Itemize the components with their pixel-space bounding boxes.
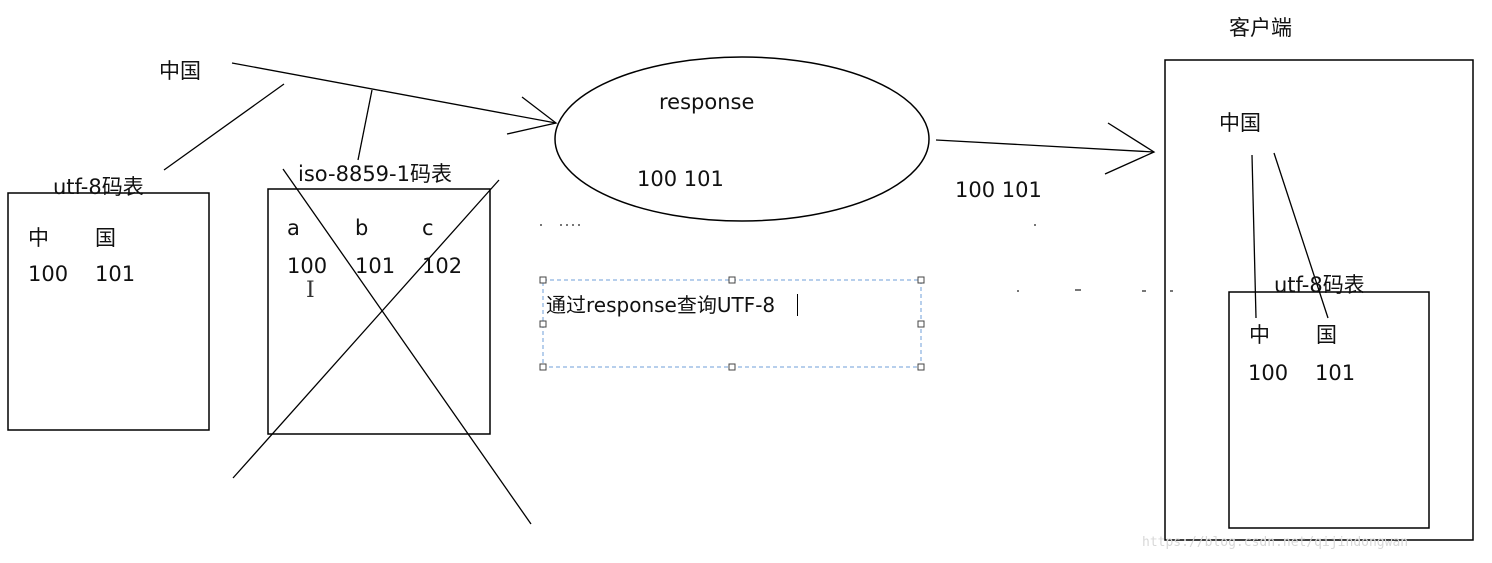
client-source-text: 中国 xyxy=(1219,111,1261,135)
arrow-to-client-head xyxy=(1104,122,1156,175)
watermark-text: https://blog.csdn.net/qijindongwan xyxy=(1142,535,1409,550)
textbox-handles[interactable] xyxy=(539,276,925,371)
response-ellipse xyxy=(554,56,930,222)
handle-bottom-right[interactable] xyxy=(917,363,925,371)
client-utf8-code-1: 100 xyxy=(1248,361,1289,385)
client-utf8-table-title: utf-8码表 xyxy=(1274,273,1365,297)
arrow-to-response-head xyxy=(506,96,558,135)
response-codes: 100 101 xyxy=(637,167,724,191)
connector-to-iso xyxy=(357,89,373,161)
handle-middle-right[interactable] xyxy=(917,320,925,328)
source-text: 中国 xyxy=(159,59,201,83)
iso-code-2: 101 xyxy=(355,254,396,278)
arrow-to-client xyxy=(935,139,1155,153)
handle-top-middle[interactable] xyxy=(728,276,736,284)
iso-code-1: 100 xyxy=(287,254,328,278)
client-utf8-header-2: 国 xyxy=(1316,323,1337,347)
text-caret xyxy=(797,294,798,316)
client-connector-1 xyxy=(1251,154,1257,319)
iso-table-title: iso-8859-1码表 xyxy=(298,162,452,186)
handle-bottom-middle[interactable] xyxy=(728,363,736,371)
handle-top-right[interactable] xyxy=(917,276,925,284)
handle-bottom-left[interactable] xyxy=(539,363,547,371)
transfer-codes: 100 101 xyxy=(955,178,1042,202)
iso-header-1: a xyxy=(287,216,300,240)
text-cursor-icon: I xyxy=(306,278,315,303)
handle-middle-left[interactable] xyxy=(539,320,547,328)
utf8-header-2: 国 xyxy=(95,226,116,250)
iso-header-2: b xyxy=(355,216,369,240)
stray-marks xyxy=(540,224,1173,292)
client-utf8-header-1: 中 xyxy=(1249,323,1270,347)
textbox-text[interactable]: 通过response查询UTF-8 xyxy=(546,293,776,317)
handle-top-left[interactable] xyxy=(539,276,547,284)
connector-to-utf8 xyxy=(163,83,285,171)
client-utf8-code-2: 101 xyxy=(1315,361,1356,385)
client-utf8-table-box xyxy=(1228,291,1430,529)
utf8-code-1: 100 xyxy=(28,262,69,286)
iso-cross-line-2 xyxy=(232,179,500,479)
iso-header-3: c xyxy=(422,216,434,240)
utf8-table-box xyxy=(7,192,210,431)
iso-table-box xyxy=(267,188,491,435)
iso-code-3: 102 xyxy=(422,254,463,278)
utf8-code-2: 101 xyxy=(95,262,136,286)
client-connector-2 xyxy=(1273,152,1329,319)
arrow-to-response xyxy=(231,62,557,124)
utf8-table-title: utf-8码表 xyxy=(53,175,144,199)
client-title: 客户端 xyxy=(1229,16,1292,40)
client-box xyxy=(1164,59,1474,541)
iso-cross-line-1 xyxy=(282,168,532,525)
utf8-header-1: 中 xyxy=(28,226,49,250)
response-label: response xyxy=(659,90,755,114)
